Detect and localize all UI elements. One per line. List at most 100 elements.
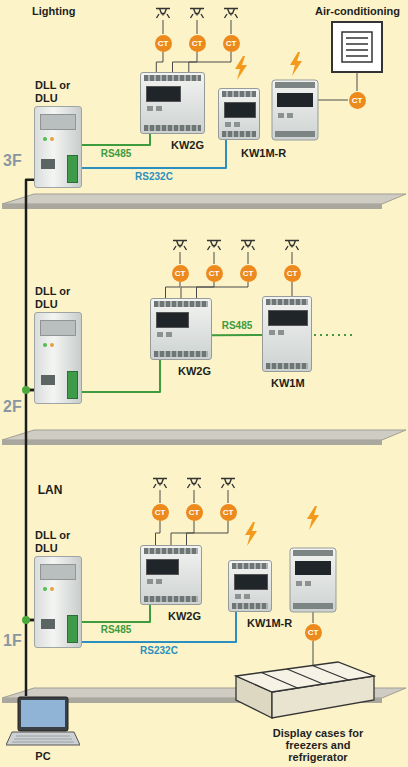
button (166, 332, 172, 337)
button (234, 122, 240, 127)
device-box: DLL or DLU (34, 106, 82, 188)
connector (82, 605, 150, 622)
connector (82, 360, 160, 392)
terminal-strip (144, 75, 201, 81)
device-label: KW2G (168, 610, 201, 623)
terminal-strip (144, 125, 201, 131)
device-label: KW1M-R (241, 147, 286, 160)
device-label: KW1M (271, 377, 305, 390)
lcd-display (268, 310, 308, 326)
button (244, 594, 250, 599)
terminal-strip (154, 351, 208, 357)
pc-node: PC (6, 696, 80, 748)
connector (82, 140, 226, 168)
terminal-strip (232, 563, 268, 569)
connector-label: RS485 (99, 624, 134, 636)
connector-label: LAN (36, 483, 65, 497)
connector-label: RS485 (220, 320, 255, 332)
button (225, 122, 231, 127)
front-panel (40, 564, 76, 580)
network-port (41, 159, 55, 169)
ct-label: CT (189, 508, 200, 517)
connector (212, 334, 262, 336)
junction-dot (22, 616, 30, 624)
button (147, 579, 153, 584)
connector-label: RS232C (138, 645, 180, 657)
floor-label: 1F (3, 632, 22, 650)
terminal-strip (232, 603, 268, 609)
terminal-block (67, 371, 78, 399)
ct-sensor: CT (206, 265, 223, 282)
network-port (41, 619, 55, 629)
floor-label: 3F (3, 152, 22, 170)
device-box: KW1M-R (228, 560, 272, 612)
category-label: Air-conditioning (315, 5, 400, 18)
network-port (41, 375, 55, 385)
button (156, 579, 162, 584)
terminal-strip (144, 596, 198, 602)
lcd-display (146, 559, 179, 575)
terminal-strip (144, 548, 198, 554)
connector (189, 52, 231, 73)
ct-sensor: CT (240, 265, 257, 282)
connector-label: RS232C (133, 171, 175, 183)
button (157, 332, 163, 337)
ct-sensor: CT (155, 35, 172, 52)
ct-sensor: CT (223, 35, 240, 52)
connector (187, 521, 229, 546)
connectors (26, 52, 292, 697)
device-box: KW1M-R (218, 88, 260, 140)
terminal-strip (222, 91, 256, 97)
floor-plate (2, 430, 406, 445)
category-label: Lighting (32, 5, 75, 18)
button (235, 594, 241, 599)
connector (82, 612, 236, 642)
front-panel (40, 320, 76, 336)
lcd-display (224, 102, 256, 118)
ct-label: CT (175, 269, 186, 278)
ct-sensor: CT (152, 504, 169, 521)
lcd-display (234, 574, 268, 590)
device-box: KW1M (262, 296, 312, 372)
ct-label: CT (308, 628, 319, 637)
ct-label: CT (158, 39, 169, 48)
terminal-strip (222, 131, 256, 137)
device-box: KW2G (140, 72, 205, 134)
ct-sensor: CT (172, 265, 189, 282)
rs485-continuation (314, 334, 354, 336)
device-label: KW2G (171, 139, 204, 152)
connector (181, 282, 214, 299)
status-led (43, 343, 47, 347)
connector (292, 282, 293, 297)
device-box: DLL or DLU (34, 556, 82, 648)
power-meter (272, 80, 318, 140)
ct-sensor: CT (189, 35, 206, 52)
lcd-display (146, 86, 181, 102)
ct-label: CT (243, 269, 254, 278)
lcd-display (156, 312, 189, 328)
device-label: KW2G (178, 365, 211, 378)
connector (26, 390, 34, 620)
terminal-strip (266, 299, 308, 305)
device-box: KW2G (150, 298, 212, 360)
ct-sensor: CT (305, 624, 322, 641)
front-panel (40, 114, 76, 130)
ct-label: CT (287, 269, 298, 278)
connector-label: RS485 (99, 148, 134, 160)
power-meter (290, 548, 336, 612)
button (269, 330, 275, 335)
floor-label: 2F (3, 398, 22, 416)
ct-label: CT (223, 508, 234, 517)
connector (26, 620, 34, 696)
device-label: DLL or DLU (35, 529, 89, 555)
ct-label: CT (209, 269, 220, 278)
ct-label: CT (192, 39, 203, 48)
status-led (50, 137, 54, 141)
terminal-block (67, 615, 78, 643)
device-label: PC (6, 750, 80, 763)
device-label: DLL or DLU (35, 79, 89, 105)
connector (197, 282, 249, 299)
terminal-strip (154, 301, 208, 307)
terminal-strip (266, 363, 308, 369)
connector (82, 134, 150, 145)
